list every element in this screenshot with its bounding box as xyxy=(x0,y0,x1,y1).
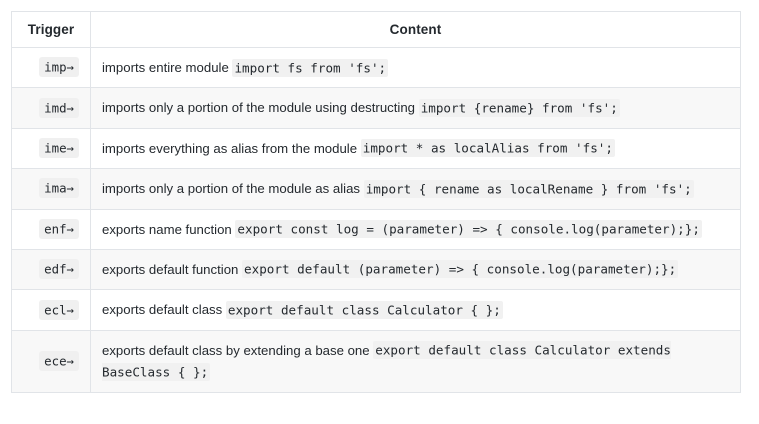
table-row: edf→ exports default function export defa… xyxy=(11,248,741,291)
snippet-description: exports default function xyxy=(102,261,243,277)
content-cell: exports default class by extending a bas… xyxy=(90,329,741,393)
snippet-code: import { rename as localRename } from 'f… xyxy=(363,179,694,198)
table-row: imp→ imports entire module import fs from… xyxy=(11,46,741,89)
trigger-chip: enf→ xyxy=(39,218,79,239)
trigger-cell: ecl→ xyxy=(11,289,91,331)
content-cell: exports default class export default cla… xyxy=(90,289,741,331)
table-row: ime→ imports everything as alias from the… xyxy=(11,127,741,170)
snippets-table: Trigger Content imp→ imports entire modul… xyxy=(11,11,741,393)
content-cell: exports name function export const log =… xyxy=(90,208,741,250)
snippet-description: exports name function xyxy=(102,221,236,237)
snippet-code: import * as localAlias from 'fs'; xyxy=(360,139,615,158)
content-cell: imports everything as alias from the mod… xyxy=(90,127,741,170)
table-row: ecl→ exports default class export default… xyxy=(11,289,741,331)
table-row: enf→ exports name function export const l… xyxy=(11,208,741,250)
content-cell: imports entire module import fs from 'fs… xyxy=(90,46,741,89)
snippet-description: exports default class by extending a bas… xyxy=(102,342,374,358)
snippet-description: imports only a portion of the module usi… xyxy=(102,100,419,116)
table-body: imp→ imports entire module import fs from… xyxy=(11,46,741,393)
trigger-cell: ima→ xyxy=(11,168,91,210)
trigger-chip: edf→ xyxy=(39,259,79,280)
header-row: Trigger Content xyxy=(11,11,741,48)
snippet-code: export default class Calculator { }; xyxy=(225,300,503,319)
snippet-description: imports only a portion of the module as … xyxy=(102,181,364,197)
trigger-cell: enf→ xyxy=(11,208,91,250)
table-row: ima→ imports only a portion of the module… xyxy=(11,168,741,210)
trigger-cell: imd→ xyxy=(11,87,91,129)
snippet-code: import fs from 'fs'; xyxy=(232,58,389,77)
snippet-code: export const log = (parameter) => { cons… xyxy=(235,220,702,239)
trigger-chip: imd→ xyxy=(39,97,79,118)
snippet-code: export default (parameter) => { console.… xyxy=(242,260,679,279)
table-row: imd→ imports only a portion of the module… xyxy=(11,87,741,129)
trigger-chip: ecl→ xyxy=(39,299,79,320)
content-cell: imports only a portion of the module usi… xyxy=(90,87,741,129)
page-container: Trigger Content imp→ imports entire modul… xyxy=(11,11,741,393)
trigger-cell: edf→ xyxy=(11,248,91,291)
trigger-chip: ece→ xyxy=(39,350,79,371)
column-header-trigger: Trigger xyxy=(11,11,91,48)
trigger-cell: ime→ xyxy=(11,127,91,170)
snippet-description: imports entire module xyxy=(102,60,233,75)
table-row: ece→ exports default class by extending a… xyxy=(11,329,741,393)
column-header-content: Content xyxy=(90,11,741,48)
content-cell: exports default function export default … xyxy=(90,248,741,291)
trigger-chip: ima→ xyxy=(39,178,79,199)
snippet-description: exports default class xyxy=(102,302,226,318)
table-header: Trigger Content xyxy=(11,11,741,48)
content-cell: imports only a portion of the module as … xyxy=(90,168,741,210)
snippet-code: import {rename} from 'fs'; xyxy=(418,98,620,117)
trigger-cell: imp→ xyxy=(11,46,91,89)
trigger-chip: imp→ xyxy=(39,57,79,78)
snippet-description: imports everything as alias from the mod… xyxy=(102,140,361,156)
trigger-chip: ime→ xyxy=(39,137,79,158)
trigger-cell: ece→ xyxy=(11,329,91,393)
